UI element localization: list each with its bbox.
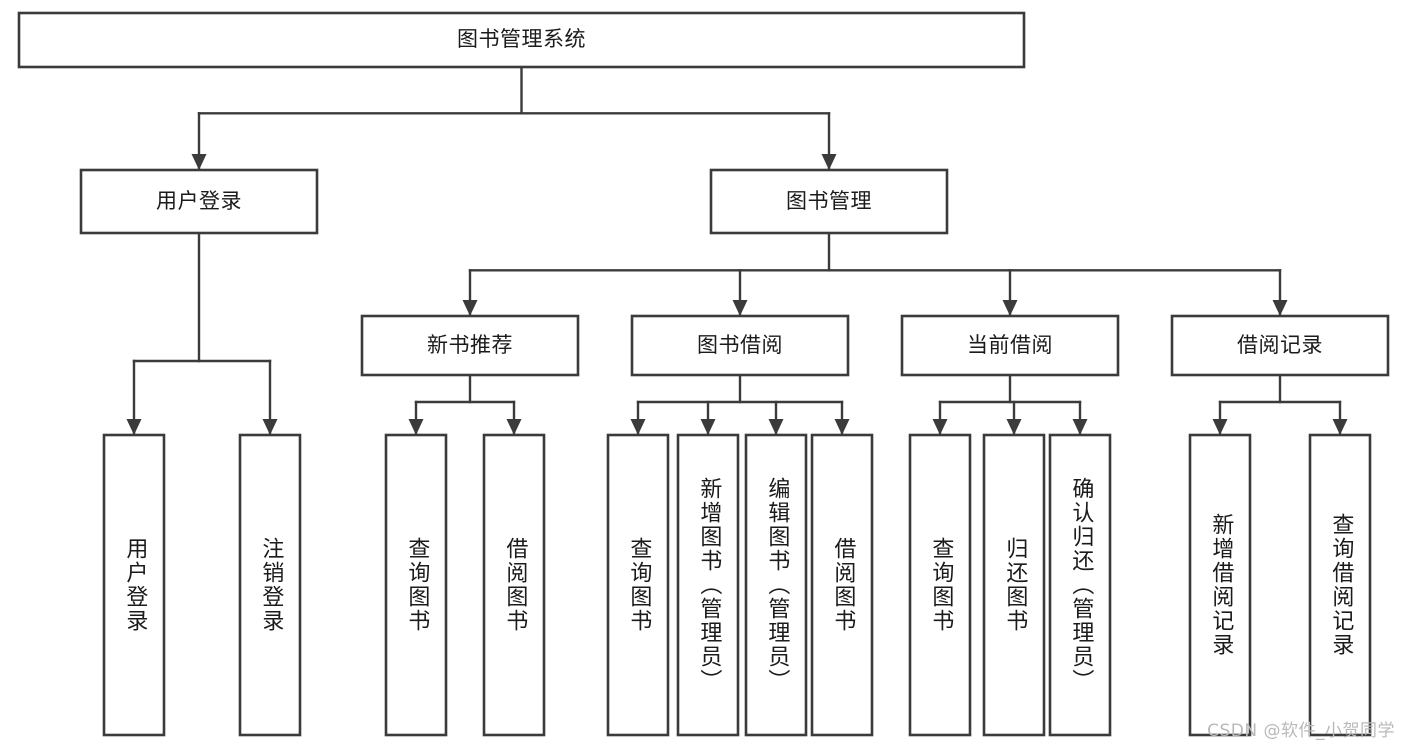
node-box-leaf-query-borrow-record[interactable]: [1308, 433, 1372, 737]
node-box-leaf-add-book-admin[interactable]: [676, 433, 740, 737]
node-box-current-borrow[interactable]: [900, 314, 1120, 377]
connector-arrow-icon: [1006, 419, 1022, 435]
connector-arrow-icon: [408, 419, 424, 435]
node-box-book-borrow[interactable]: [630, 314, 850, 377]
connector-arrow-icon: [1332, 419, 1348, 435]
connector-arrow-icon: [1002, 300, 1018, 316]
connector-arrow-icon: [768, 419, 784, 435]
connector-arrow-icon: [462, 300, 478, 316]
boxes-layer: [17, 11, 1390, 737]
node-box-book-management[interactable]: [709, 168, 949, 235]
connector-arrow-icon: [630, 419, 646, 435]
connector-arrow-icon: [1212, 419, 1228, 435]
connector-arrow-icon: [700, 419, 716, 435]
connector-arrow-icon: [834, 419, 850, 435]
node-box-leaf-confirm-return-admin[interactable]: [1048, 433, 1112, 737]
node-box-leaf-user-logout[interactable]: [238, 433, 302, 737]
node-box-leaf-edit-book-admin[interactable]: [744, 433, 808, 737]
node-box-new-book-recommend[interactable]: [360, 314, 580, 377]
node-box-leaf-user-login[interactable]: [102, 433, 166, 737]
connector-arrow-icon: [1272, 300, 1288, 316]
connector-arrow-icon: [1072, 419, 1088, 435]
connector-arrow-icon: [506, 419, 522, 435]
connector-arrow-icon: [932, 419, 948, 435]
connectors-layer: [126, 65, 1348, 436]
connector-arrow-icon: [732, 300, 748, 316]
node-box-leaf-query-book-borrow[interactable]: [606, 433, 670, 737]
connector-arrow-icon: [126, 419, 142, 435]
node-box-leaf-borrow-book-recommend[interactable]: [482, 433, 546, 737]
node-box-leaf-borrow-book[interactable]: [810, 433, 874, 737]
node-box-leaf-add-borrow-record[interactable]: [1188, 433, 1252, 737]
node-box-user-login[interactable]: [79, 168, 319, 235]
node-box-root[interactable]: [17, 11, 1026, 69]
connector-arrow-icon: [262, 419, 278, 435]
connector-arrow-icon: [191, 154, 207, 170]
node-box-leaf-query-book-recommend[interactable]: [384, 433, 448, 737]
watermark-text: CSDN @软件_小贺同学: [1207, 721, 1395, 741]
connector-arrow-icon: [821, 154, 837, 170]
node-box-leaf-return-book[interactable]: [982, 433, 1046, 737]
node-box-borrow-record[interactable]: [1170, 314, 1390, 377]
node-box-leaf-query-book-current[interactable]: [908, 433, 972, 737]
